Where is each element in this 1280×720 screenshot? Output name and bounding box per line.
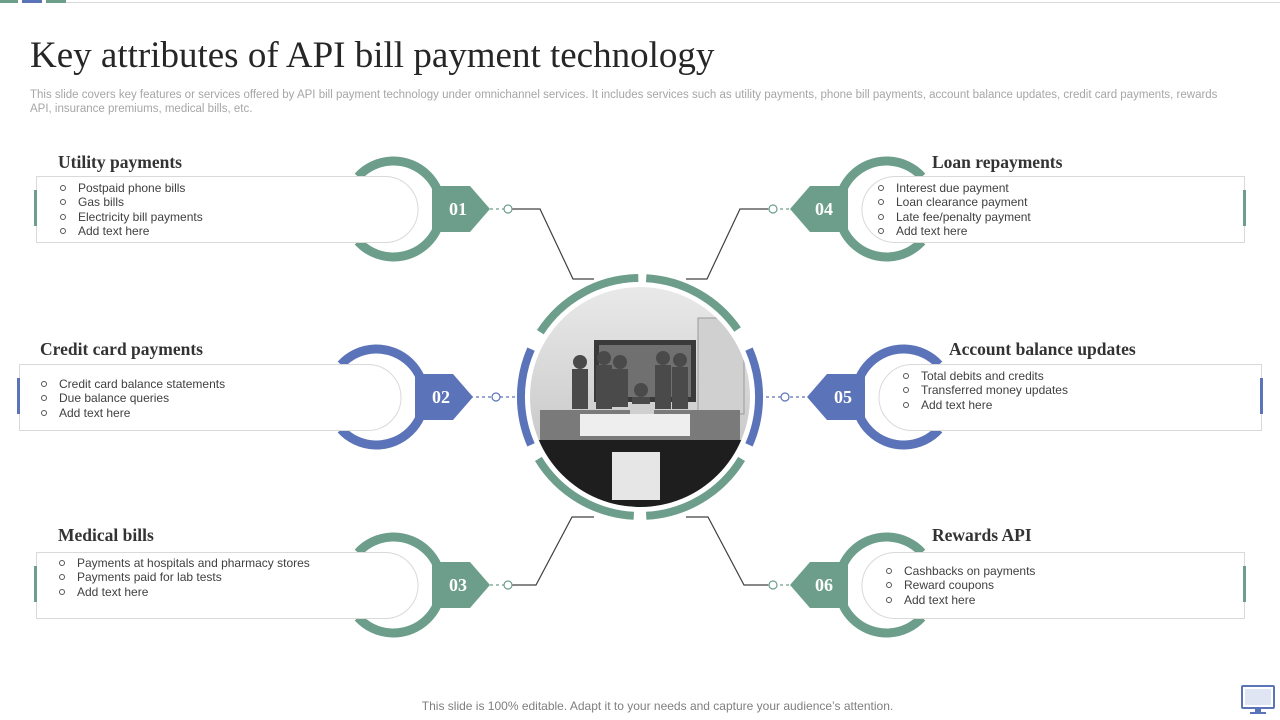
node-06-item: Cashbacks on payments [886, 564, 1035, 578]
node-05-number: 05 [834, 387, 852, 407]
box-02 [19, 364, 402, 431]
connector-dots [491, 204, 790, 590]
top-accent-bar [0, 0, 1280, 3]
node-02-item: Credit card balance statements [41, 377, 225, 391]
node-05-item: Transferred money updates [903, 383, 1068, 397]
node-03-number: 03 [449, 575, 467, 595]
badge-shape-01 [432, 186, 490, 232]
connector-lines [512, 208, 768, 586]
accent-bar-03 [34, 566, 37, 602]
node-04-heading: Loan repayments [932, 152, 1063, 172]
node-05-item: Total debits and credits [903, 369, 1068, 383]
box-01 [36, 176, 419, 243]
badge-shape-03 [432, 562, 490, 608]
slide-subtitle: This slide covers key features or servic… [30, 89, 1218, 115]
badge-shape-05 [807, 374, 865, 420]
node-04-item: Interest due payment [878, 181, 1031, 195]
node-03-list: Payments at hospitals and pharmacy store… [59, 556, 310, 599]
node-04-item: Loan clearance payment [878, 195, 1031, 209]
accent-bar-05 [1260, 378, 1263, 414]
monitor-icon [1241, 685, 1275, 714]
box-06 [861, 552, 1245, 619]
node-01-item: Electricity bill payments [60, 210, 203, 224]
badge-shape-06 [790, 562, 848, 608]
node-04-item: Add text here [878, 224, 1031, 238]
node-03-item: Payments paid for lab tests [59, 570, 310, 584]
node-05-heading: Account balance updates [949, 339, 1136, 359]
node-06-number: 06 [815, 575, 833, 595]
node-04-list: Interest due payment Loan clearance paym… [878, 181, 1031, 238]
node-03-item: Add text here [59, 585, 310, 599]
center-team-photo [530, 287, 750, 507]
node-02-item: Add text here [41, 406, 225, 420]
node-02-number: 02 [432, 387, 450, 407]
node-03-heading: Medical bills [58, 525, 154, 545]
node-06-item: Reward coupons [886, 578, 1035, 592]
box-04 [861, 176, 1245, 243]
badge-shape-02 [415, 374, 473, 420]
accent-bar-01 [34, 190, 37, 226]
accent-bar-02 [17, 378, 20, 414]
node-01-number: 01 [449, 199, 467, 219]
node-04-item: Late fee/penalty payment [878, 210, 1031, 224]
node-01-item: Add text here [60, 224, 203, 238]
box-03 [36, 552, 419, 619]
accent-bar-06 [1243, 566, 1246, 602]
node-02-list: Credit card balance statements Due balan… [41, 377, 225, 420]
node-06-item: Add text here [886, 593, 1035, 607]
node-05-item: Add text here [903, 398, 1068, 412]
node-02-heading: Credit card payments [40, 339, 203, 359]
node-06-heading: Rewards API [932, 525, 1032, 545]
node-01-list: Postpaid phone bills Gas bills Electrici… [60, 181, 203, 238]
slide-title: Key attributes of API bill payment techn… [30, 35, 715, 76]
node-01-heading: Utility payments [58, 152, 182, 172]
center-ring [517, 274, 763, 520]
node-03-item: Payments at hospitals and pharmacy store… [59, 556, 310, 570]
node-01-item: Postpaid phone bills [60, 181, 203, 195]
node-06-list: Cashbacks on payments Reward coupons Add… [886, 564, 1035, 607]
footer-note: This slide is 100% editable. Adapt it to… [421, 699, 894, 713]
badge-shape-04 [790, 186, 848, 232]
box-05 [878, 364, 1262, 431]
node-01-item: Gas bills [60, 195, 203, 209]
accent-bar-04 [1243, 190, 1246, 226]
node-04-number: 04 [815, 199, 833, 219]
node-05-list: Total debits and credits Transferred mon… [903, 369, 1068, 412]
node-02-item: Due balance queries [41, 391, 225, 405]
